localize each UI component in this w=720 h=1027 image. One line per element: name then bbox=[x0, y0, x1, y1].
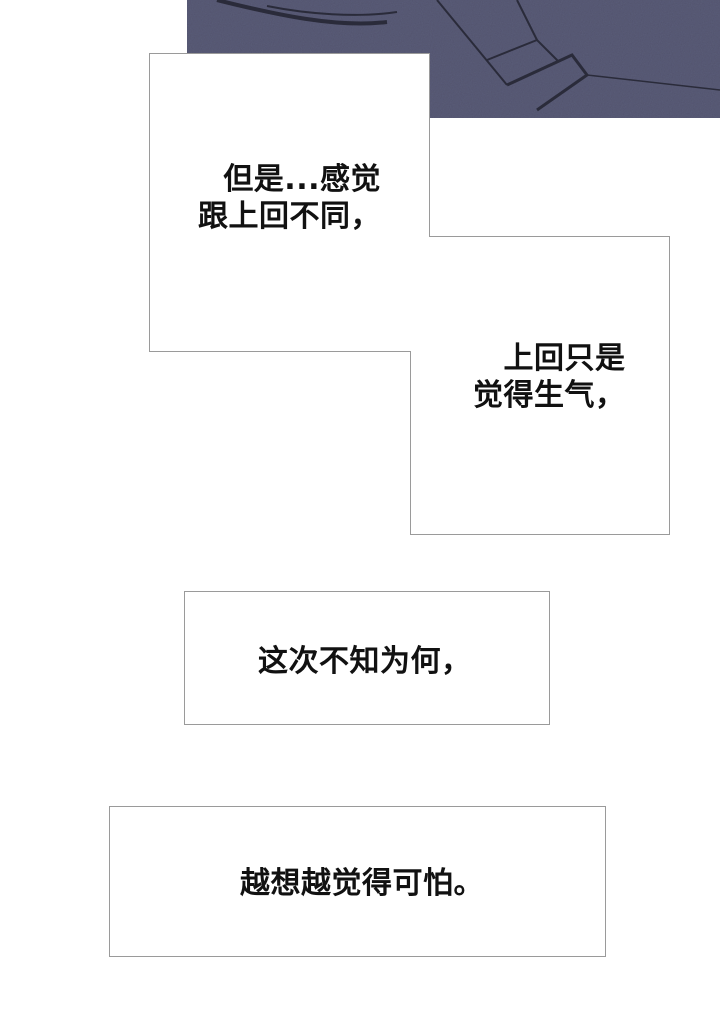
caption-2-line-1: 上回只是 bbox=[503, 341, 626, 376]
caption-box-1-edge bbox=[429, 118, 430, 237]
caption-box-1-overlap bbox=[150, 54, 429, 351]
caption-2-line-2: 觉得生气， bbox=[473, 377, 626, 413]
caption-box-1-edge-left bbox=[149, 53, 150, 352]
character-clothing-illustration bbox=[187, 0, 720, 118]
caption-box-1-edge-top bbox=[149, 53, 430, 54]
caption-box-4 bbox=[109, 806, 606, 957]
caption-4-line-1: 越想越觉得可怕。 bbox=[240, 866, 484, 901]
caption-3-line-1: 这次不知为何， bbox=[258, 644, 472, 679]
caption-text-3: 这次不知为何， bbox=[258, 644, 472, 681]
caption-text-1: 但是...感觉 跟上回不同， bbox=[198, 162, 381, 235]
caption-text-2: 上回只是 觉得生气， bbox=[473, 341, 626, 414]
caption-1-line-2: 跟上回不同， bbox=[198, 198, 381, 234]
caption-box-1-edge-bottom bbox=[149, 351, 411, 352]
caption-box-3 bbox=[184, 591, 550, 725]
caption-1-line-1: 但是...感觉 bbox=[223, 162, 381, 197]
caption-text-4: 越想越觉得可怕。 bbox=[240, 866, 484, 903]
comic-art-panel bbox=[187, 0, 720, 118]
caption-box-2 bbox=[410, 236, 670, 535]
